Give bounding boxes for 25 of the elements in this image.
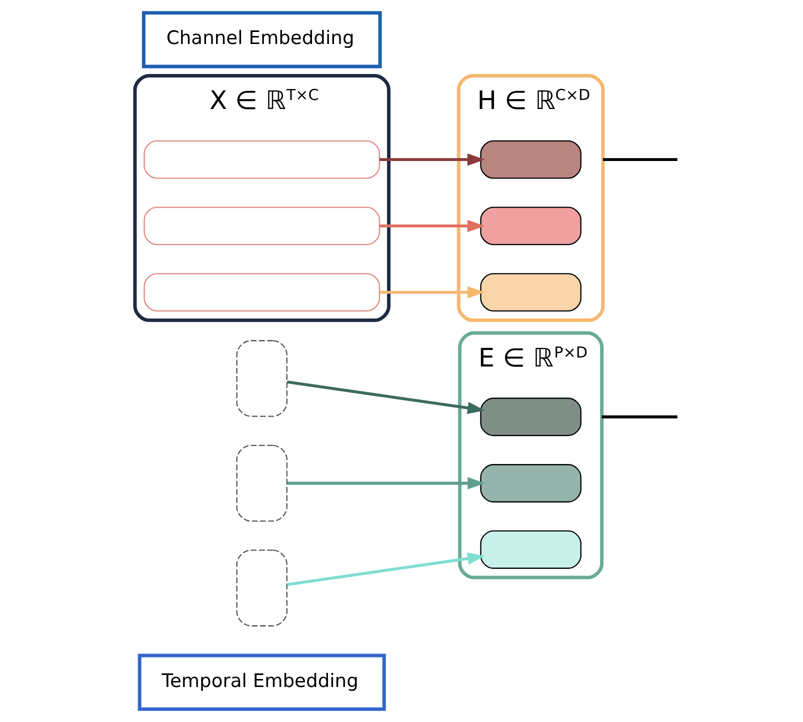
arrow [379,153,484,166]
cluster: H ∈ ℝ$^{C×D}$ [456,74,604,322]
node-box: Channel Embedding [141,11,382,68]
node-box [236,340,287,417]
node-box [236,550,287,626]
arrow [286,380,485,414]
arrow [379,220,484,232]
arrow [286,477,485,490]
connector [601,415,677,418]
node-box [480,206,581,246]
node-box [236,444,287,522]
node-box [480,140,581,179]
node-box [143,206,380,246]
cluster: E ∈ ℝ$^{P×D}$ [458,331,604,580]
node-box [143,273,380,312]
connector [602,158,677,162]
arrow [286,552,485,586]
node-box [480,398,581,436]
node-box [480,273,581,312]
node-box: Temporal Embedding [137,654,386,711]
node-box [480,464,581,502]
cluster: X ∈ ℝ$^{T×C}$ [132,74,390,322]
node-box [143,140,380,179]
node-box [480,530,581,569]
arrow [379,286,484,298]
